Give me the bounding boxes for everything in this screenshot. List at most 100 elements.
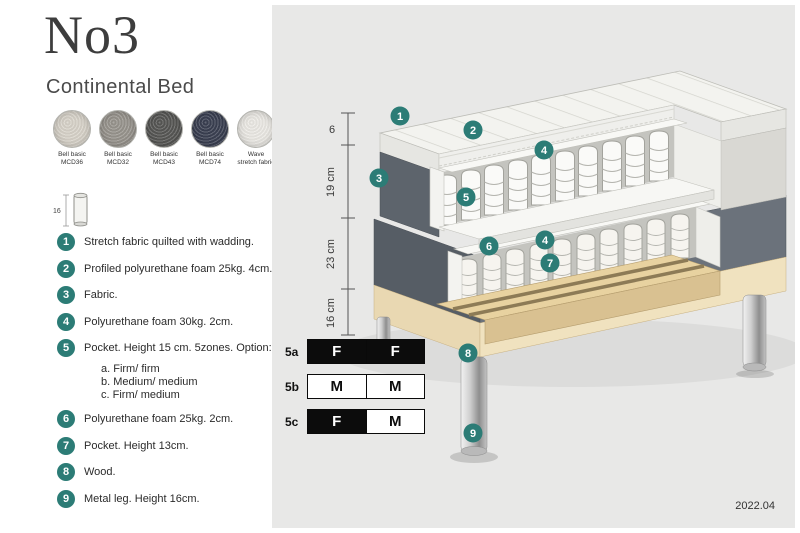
firmness-cell: M: [365, 410, 424, 433]
legend-text: Profiled polyurethane foam 25kg. 4cm.: [84, 262, 273, 275]
firmness-row-5c: 5c F M: [285, 409, 425, 434]
badge-6: 6: [479, 236, 499, 256]
firmness-cell: F: [308, 340, 366, 363]
page-subtitle: Continental Bed: [46, 76, 195, 98]
firmness-row-label: 5b: [285, 379, 300, 394]
firmness-row-label: 5a: [285, 344, 299, 359]
svg-text:2: 2: [470, 125, 476, 137]
svg-text:1: 1: [397, 111, 403, 123]
legend-item-1: 1 Stretch fabric quilted with wadding.: [57, 233, 269, 251]
legend-item-7: 7 Pocket. Height 13cm.: [57, 436, 269, 455]
legend-text: Fabric.: [84, 289, 118, 301]
swatch-circle: [53, 110, 91, 148]
dimension-label-top: 6: [329, 124, 335, 136]
dimension-label-23cm: 23 cm: [325, 239, 337, 269]
dimension-label-16cm: 16 cm: [325, 298, 337, 328]
svg-text:5: 5: [463, 192, 469, 204]
firmness-bar: M M: [307, 374, 425, 399]
dimension-label-19cm: 19 cm: [325, 167, 337, 197]
badge-9: 9: [463, 423, 483, 443]
leg-right: [742, 294, 767, 368]
firmness-cell: F: [308, 410, 366, 433]
legend-item-5: 5 Pocket. Height 15 cm. 5zones. Option:: [57, 339, 272, 357]
legend-item-4: 4 Polyurethane foam 30kg. 2cm.: [57, 312, 269, 331]
badge-5: 5: [456, 187, 476, 207]
option-line: a. Firm/ firm: [101, 362, 160, 375]
legend-item-6: 6 Polyurethane foam 25kg. 2cm.: [57, 410, 269, 428]
legend-badge: 2: [57, 259, 75, 278]
firmness-cell: M: [365, 375, 424, 398]
swatch-circle: [191, 110, 229, 148]
legend-item-2: 2 Profiled polyurethane foam 25kg. 4cm.: [57, 259, 273, 278]
legend-item-3: 3 Fabric.: [57, 286, 269, 304]
badge-8: 8: [458, 343, 478, 363]
firmness-cell: M: [308, 375, 366, 398]
callout-badges: 1 2 3 4 5 4 6 7 8 9: [369, 106, 560, 443]
legend-badge: 9: [57, 489, 75, 508]
svg-text:7: 7: [547, 258, 553, 270]
option-line: c. Firm/ medium: [101, 388, 180, 401]
legend-text: Pocket. Height 15 cm. 5zones. Option:: [84, 342, 272, 354]
badge-1: 1: [390, 106, 410, 126]
badge-3: 3: [369, 168, 389, 188]
svg-text:8: 8: [465, 348, 471, 360]
swatch-circle: [145, 110, 183, 148]
svg-text:4: 4: [542, 235, 549, 247]
legend-badge: 5: [57, 339, 75, 357]
firmness-row-5b: 5b M M: [285, 374, 425, 399]
firmness-row-label: 5c: [285, 414, 299, 429]
firmness-bar: F M: [307, 409, 425, 434]
badge-4a: 4: [534, 140, 554, 160]
badge-4b: 4: [535, 230, 555, 250]
bed-illustration: 6 19 cm 23 cm 16 cm 1 2 3 4 5 4 6 7 8 9: [325, 70, 795, 463]
swatch-circle: [99, 110, 137, 148]
legend-badge: 6: [57, 410, 75, 428]
wood-slats: [435, 254, 722, 345]
dimension-column: 6 19 cm 23 cm 16 cm: [325, 112, 355, 336]
legend: 1 Stretch fabric quilted with wadding. 2…: [57, 233, 273, 516]
leg-height-label: 16: [53, 208, 61, 215]
leg-dimension-icon: 16: [50, 186, 96, 237]
version-label: 2022.04: [735, 500, 775, 512]
badge-7: 7: [540, 253, 560, 273]
svg-text:9: 9: [470, 428, 476, 440]
legend-text: Metal leg. Height 16cm.: [84, 492, 200, 505]
option-line: b. Medium/ medium: [101, 375, 198, 388]
badge-2: 2: [463, 120, 483, 140]
legend-badge: 3: [57, 286, 75, 304]
leg-icon: 16: [53, 192, 88, 227]
firmness-bar: F F: [307, 339, 425, 364]
side-fabric: [379, 151, 440, 238]
legend-text: Stretch fabric quilted with wadding.: [84, 236, 254, 248]
upper-foam-board: [438, 118, 688, 173]
legend-badge: 8: [57, 463, 75, 481]
swatch-circle: [237, 110, 275, 148]
diagram-panel: 6 19 cm 23 cm 16 cm 1 2 3 4 5 4 6 7 8 9 …: [272, 5, 795, 528]
legend-text: Polyurethane foam 25kg. 2cm.: [84, 413, 234, 425]
svg-text:4: 4: [541, 145, 548, 157]
firmness-row-5a: 5a F F: [285, 339, 425, 364]
legend-options: a. Firm/ firm b. Medium/ medium c. Firm/…: [101, 363, 269, 402]
svg-text:3: 3: [376, 173, 382, 185]
page-title: No3: [44, 5, 140, 65]
legend-item-9: 9 Metal leg. Height 16cm.: [57, 489, 269, 508]
legend-text: Wood.: [84, 466, 116, 478]
legend-text: Polyurethane foam 30kg. 2cm.: [84, 315, 234, 328]
firmness-cell: F: [365, 340, 424, 363]
svg-text:6: 6: [486, 241, 492, 253]
legend-badge: 4: [57, 312, 75, 331]
legend-badge: 1: [57, 233, 75, 251]
firmness-table: 5a F F 5b M M 5c F M: [285, 339, 425, 444]
